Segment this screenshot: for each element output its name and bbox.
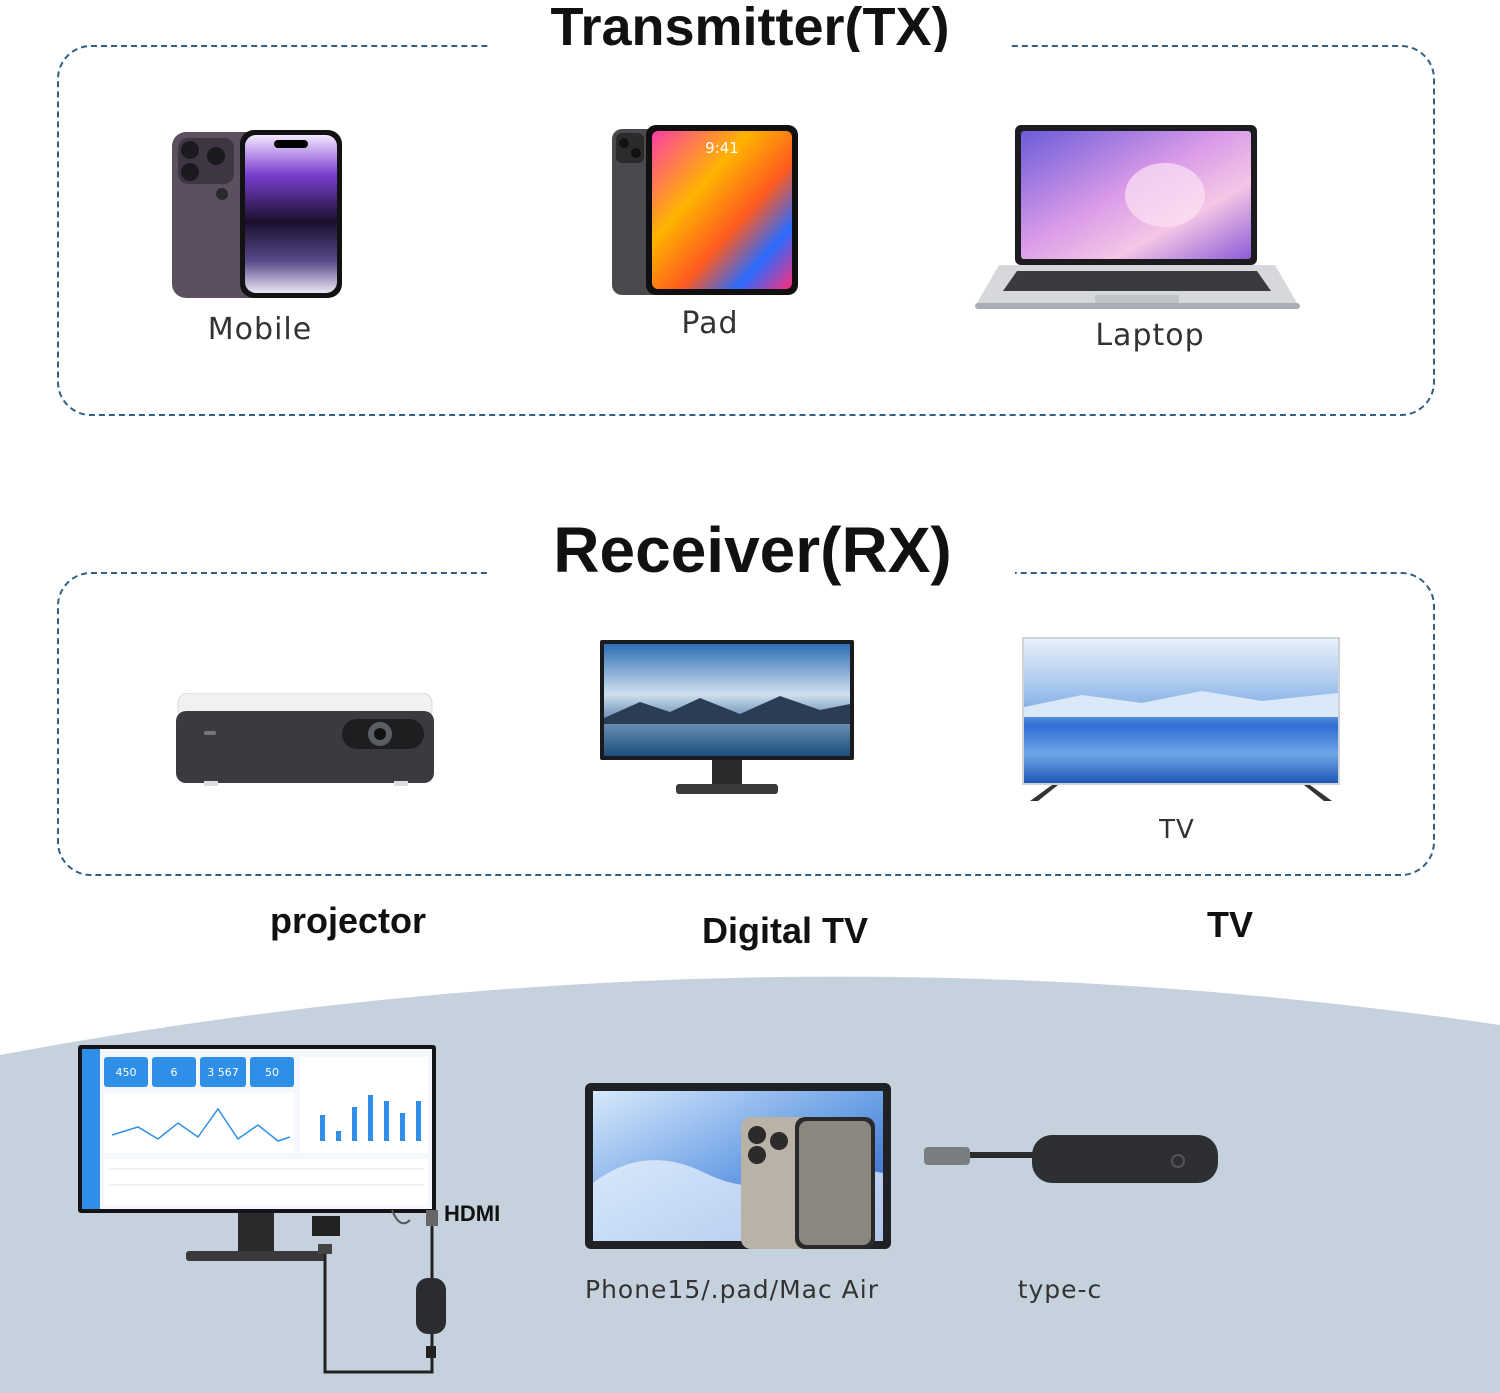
device-label-laptop: Laptop	[1095, 318, 1205, 353]
stat-1: 450	[116, 1066, 137, 1079]
device-label-pad: Pad	[681, 306, 739, 341]
projector-icon	[174, 692, 436, 787]
tablet-icon: 9:41	[612, 125, 798, 295]
stat-4: 50	[265, 1066, 279, 1079]
source-devices-label: Phone15/.pad/Mac Air	[585, 1275, 880, 1304]
tv-icon	[1022, 637, 1340, 801]
stat-2: 6	[171, 1066, 178, 1079]
tv-caption: TV	[1159, 815, 1195, 845]
svg-text:9:41: 9:41	[705, 139, 739, 157]
connector-label: type-c	[1017, 1275, 1103, 1304]
tablet-with-phone-icon	[585, 1083, 891, 1251]
stat-3: 3 567	[207, 1066, 239, 1079]
type-c-dongle-icon	[924, 1135, 1220, 1185]
device-label-digital-tv: Digital TV	[701, 910, 868, 951]
hdmi-cable-assembly	[312, 1209, 446, 1374]
smartphone-icon	[170, 128, 344, 300]
monitor-icon	[600, 640, 854, 796]
device-label-tv: TV	[1206, 904, 1253, 945]
device-label-projector: projector	[269, 900, 427, 941]
laptop-icon	[975, 125, 1300, 311]
transmitter-title: Transmitter(TX)	[490, 0, 1010, 52]
dashboard-monitor: 450 6 3 567 50	[78, 1045, 438, 1267]
receiver-title: Receiver(RX)	[490, 518, 1015, 586]
device-label-mobile: Mobile	[207, 312, 313, 347]
hdmi-label: HDMI	[444, 1201, 501, 1226]
